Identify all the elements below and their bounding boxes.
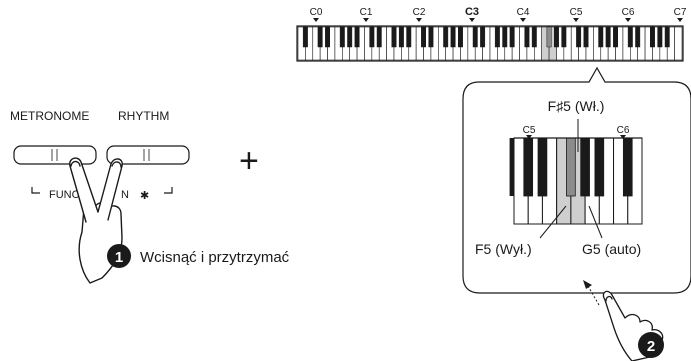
octave-marker <box>469 18 475 22</box>
black-key <box>509 26 515 48</box>
black-key <box>428 26 434 48</box>
callout-label-right: G5 (auto) <box>582 241 641 257</box>
zoom-octave-right-marker <box>620 135 626 139</box>
step-1-number: 1 <box>115 249 123 266</box>
octave-marker <box>520 18 526 22</box>
white-key <box>674 26 683 61</box>
black-key <box>450 26 456 48</box>
black-key <box>524 26 530 48</box>
octave-marker <box>416 18 422 22</box>
black-key <box>317 26 323 48</box>
zoom-black-key <box>622 137 633 197</box>
black-key <box>480 26 486 48</box>
leader-lines <box>539 119 603 239</box>
black-key <box>598 26 604 48</box>
black-key <box>531 26 537 48</box>
black-key <box>650 26 655 48</box>
black-key <box>561 26 567 48</box>
black-key <box>502 26 508 48</box>
zoom-black-key <box>509 138 514 196</box>
keyboard-outline <box>296 25 684 62</box>
step-1-badge <box>107 244 131 268</box>
black-key <box>458 26 463 48</box>
step-2: 2 <box>638 332 664 358</box>
black-key <box>302 26 308 48</box>
black-key <box>583 26 589 48</box>
octave-marker <box>313 18 319 22</box>
function-bracket <box>31 187 173 194</box>
black-key <box>398 26 404 48</box>
zoom-octave-right: C6 <box>617 125 630 136</box>
black-key <box>627 26 633 48</box>
white-keys <box>297 26 683 61</box>
zoom-black-key <box>537 137 548 197</box>
tap-arrow <box>583 280 600 306</box>
octave-label-c7: C7 <box>674 7 687 18</box>
black-key <box>554 26 559 48</box>
zoom-black-key <box>594 137 605 197</box>
black-key <box>494 26 500 48</box>
black-key <box>635 26 641 48</box>
octave-marker <box>677 18 683 22</box>
black-key <box>354 26 360 48</box>
step-1: 1 Wcisnąć i przytrzymać <box>107 244 290 268</box>
zoom-octave-left-marker <box>526 135 532 139</box>
step-2-number: 2 <box>647 338 655 355</box>
black-key <box>664 26 670 48</box>
octave-label-c6: C6 <box>622 7 635 18</box>
black-key <box>576 26 582 48</box>
black-key <box>613 26 619 48</box>
black-key <box>421 26 427 48</box>
zoom-octave-left: C5 <box>523 125 536 136</box>
octave-marker <box>363 18 369 22</box>
black-key <box>657 26 663 48</box>
black-key <box>339 26 345 48</box>
black-key <box>443 26 449 48</box>
zoom-black-key <box>523 137 534 197</box>
octave-label-c0: C0 <box>310 7 323 18</box>
step-2-badge <box>638 332 664 358</box>
octave-label-c5: C5 <box>570 7 583 18</box>
plus-symbol: + <box>239 142 259 180</box>
panel-buttons: METRONOME RHYTHM FUNC N ✱ <box>10 109 190 202</box>
zoomed-keyboard <box>509 137 643 225</box>
callout-title: F♯5 (Wł.) <box>548 98 605 114</box>
black-key <box>376 26 382 48</box>
black-key <box>369 26 375 48</box>
rhythm-button[interactable] <box>106 145 190 165</box>
octave-marker <box>573 18 579 22</box>
black-key <box>472 26 478 48</box>
octave-label-c1: C1 <box>360 7 373 18</box>
black-keys <box>302 26 670 48</box>
step-1-text: Wcisnąć i przytrzymać <box>140 249 290 266</box>
octave-markers <box>313 18 683 22</box>
metronome-label: METRONOME <box>10 109 89 123</box>
metronome-button[interactable] <box>13 145 97 165</box>
black-key <box>546 26 552 48</box>
callout-label-left: F5 (Wył.) <box>475 241 532 257</box>
octave-label-c3: C3 <box>465 6 479 18</box>
zoom-black-key <box>580 137 590 197</box>
full-keyboard <box>296 18 684 62</box>
bluetooth-icon: ✱ <box>140 190 149 202</box>
rhythm-label: RHYTHM <box>118 109 169 123</box>
black-key <box>391 26 397 48</box>
octave-marker <box>625 18 631 22</box>
function-label-left: FUNC <box>49 189 80 201</box>
black-key <box>406 26 412 48</box>
octave-labels: C0 C1 C2 C3 C4 C5 C6 C7 <box>310 6 687 18</box>
octave-label-c2: C2 <box>413 7 426 18</box>
black-key <box>605 26 611 48</box>
black-key <box>325 26 331 48</box>
black-key <box>347 26 353 48</box>
function-label-right: N <box>121 189 129 201</box>
zoom-black-key <box>566 137 576 197</box>
octave-label-c4: C4 <box>517 7 530 18</box>
